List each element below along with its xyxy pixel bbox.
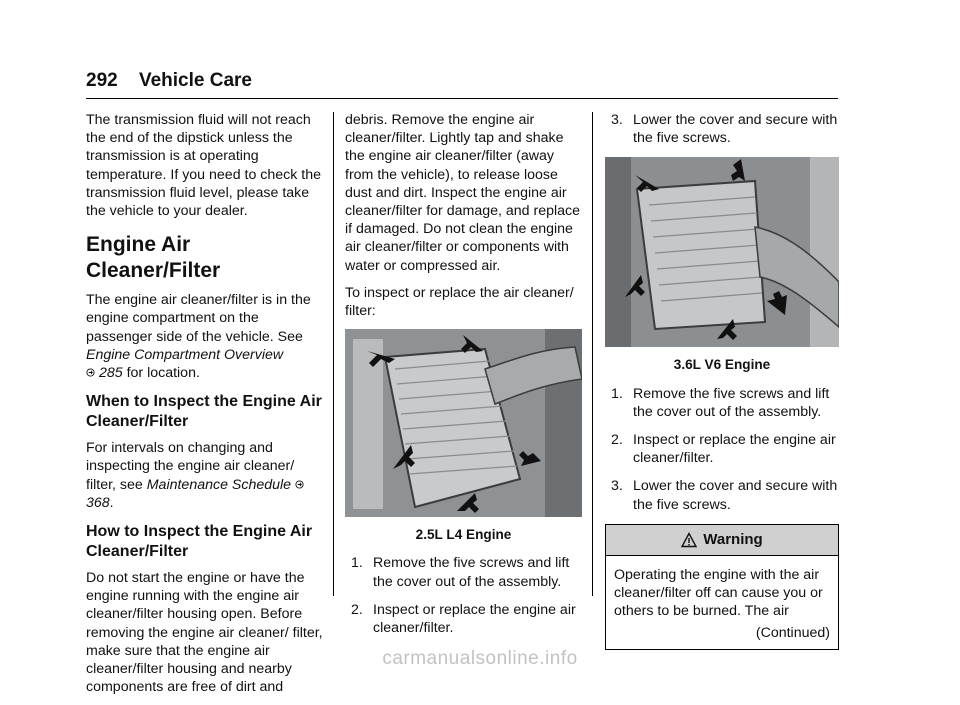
steps-l4: 1.Remove the five screws and lift the co… — [345, 554, 582, 637]
watermark: carmanualsonline.info — [382, 648, 578, 669]
reference-arrow-icon — [295, 477, 304, 493]
warning-body: Operating the engine with the air cleane… — [606, 556, 838, 649]
interval-paragraph: For intervals on changing and inspecting… — [86, 439, 324, 512]
page-reference[interactable]: 285 — [98, 365, 123, 382]
header-rule — [86, 98, 838, 99]
warning-title: Warning — [703, 530, 763, 548]
warning-text: Operating the engine with the air cleane… — [614, 566, 823, 620]
intro-paragraph: The transmission fluid will not reach th… — [86, 112, 322, 220]
procedure-paragraph: Do not start the engine or have the engi… — [86, 570, 323, 696]
column-1: The transmission fluid will not reach th… — [86, 111, 324, 705]
warning-box: Warning Operating the engine with the ai… — [605, 523, 839, 650]
reference-link-engine-compartment[interactable]: Engine Compartment Overview — [86, 346, 284, 363]
page-number: 292 — [86, 70, 118, 91]
list-item: 2.Inspect or replace the engine air clea… — [351, 601, 576, 637]
column-2: debris. Remove the engine air cleaner/fi… — [345, 111, 582, 647]
subheading-when: When to Inspect the Engine Air Cleaner/F… — [86, 393, 322, 431]
list-item: 1.Remove the five screws and lift the co… — [351, 555, 570, 590]
steps-l4-continued: 3.Lower the cover and secure with the fi… — [605, 111, 839, 147]
warning-header: Warning — [606, 524, 838, 556]
column-divider — [592, 112, 593, 596]
engine-figure-v6 — [605, 157, 839, 348]
list-item: 3.Lower the cover and secure with the fi… — [611, 478, 838, 513]
location-paragraph: The engine air cleaner/filter is in the … — [86, 292, 311, 382]
section-heading: Engine Air Cleaner/Filter — [86, 233, 221, 283]
figure-caption-v6: 3.6L V6 Engine — [673, 357, 771, 373]
engine-figure-l4 — [345, 329, 582, 518]
section-title: Vehicle Care — [138, 70, 253, 91]
subheading-how: How to Inspect the Engine Air Cleaner/Fi… — [86, 523, 313, 561]
debris-paragraph: debris. Remove the engine air cleaner/fi… — [345, 112, 581, 274]
column-divider — [333, 112, 334, 596]
inspect-intro: To inspect or replace the air cleaner/ f… — [345, 284, 574, 320]
column-3: 3.Lower the cover and secure with the fi… — [605, 111, 839, 650]
continued-label: (Continued) — [755, 625, 830, 642]
page-reference[interactable]: 368 — [86, 494, 110, 511]
reference-link-maintenance[interactable]: Maintenance Schedule — [146, 476, 292, 493]
warning-triangle-icon — [681, 531, 698, 548]
page-header: 292 Vehicle Care — [86, 70, 252, 92]
reference-arrow-icon — [86, 365, 95, 381]
list-item: 2.Inspect or replace the engine air clea… — [611, 432, 836, 467]
list-item: 3.Lower the cover and secure with the fi… — [611, 112, 838, 147]
list-item: 1.Remove the five screws and lift the co… — [611, 385, 830, 420]
steps-v6: 1.Remove the five screws and lift the co… — [605, 385, 839, 514]
figure-caption-l4: 2.5L L4 Engine — [415, 527, 512, 543]
